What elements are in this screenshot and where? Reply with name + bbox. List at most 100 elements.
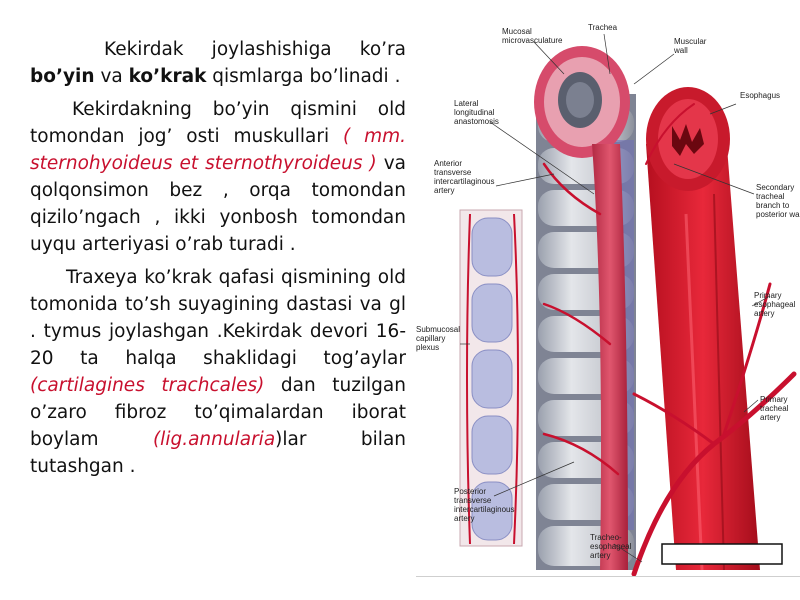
p3-latin-cartilages: (cartilagines trachcales)	[30, 375, 265, 396]
anterior-artery-branch	[542, 162, 602, 216]
inset-cartilage	[471, 481, 513, 541]
esophagus-tube	[646, 134, 760, 570]
label-esophagus: Esophagus	[740, 91, 780, 100]
label-line: intercartilaginous	[454, 505, 514, 514]
leader-line	[633, 53, 675, 85]
label-line: artery	[760, 413, 780, 422]
label-line: esophageal	[590, 542, 632, 551]
label-line: Muscular	[674, 37, 707, 46]
label-line: transverse	[434, 168, 472, 177]
esophagus-lumen	[672, 124, 704, 156]
label-secondary-branch: Secondary tracheal branch to posterior w…	[756, 183, 800, 219]
label-line: microvasculature	[502, 36, 563, 45]
label-line: plexus	[416, 343, 439, 352]
label-line: intercartilaginous	[434, 177, 494, 186]
trachea-top-section	[534, 46, 630, 158]
p2-text-2: va qolqonsimon bez , orqa tomondan qizil…	[30, 153, 406, 255]
p1-text-1: Kekirdak joylashishiga ko’ra	[104, 39, 406, 60]
p3-text-3: )lar bilan tutashgan .	[30, 429, 407, 477]
label-line: Posterior	[454, 487, 486, 496]
label-lateral-anastomosis: Lateral longitudinal anastomosis	[454, 99, 499, 126]
label-line: Lateral	[454, 99, 479, 108]
label-primary-esophageal: Primary esophageal artery	[754, 291, 798, 318]
figure-labels: Mucosal microvasculature Trachea Muscula…	[416, 23, 800, 560]
submucosal-plexus-inset	[459, 209, 523, 547]
leader-line	[673, 163, 755, 195]
label-line: esophageal	[754, 300, 796, 309]
label-posterior-artery: Posterior transverse intercartilaginous …	[454, 487, 517, 523]
label-line: tracheal	[760, 404, 789, 413]
label-line: wall	[673, 46, 688, 55]
p3-latin-ligament: (lig.annularia	[152, 429, 276, 450]
label-line: Trachea	[588, 23, 618, 32]
inset-cartilage	[471, 283, 513, 343]
leader-lines	[460, 33, 771, 563]
p2-latin-muscles: ( mm. sternohyoideus et sternothyroideus…	[30, 126, 406, 174]
p1-bold-chest: ko’krak	[128, 66, 207, 87]
p3-text-1: Traxeya ko’krak qafasi qismining old tom…	[30, 267, 406, 369]
label-line: longitudinal	[454, 108, 495, 117]
leader-line	[743, 399, 759, 413]
label-line: Primary	[760, 395, 788, 404]
leader-line	[489, 121, 595, 195]
label-line: anastomosis	[454, 117, 499, 126]
esophagus	[646, 87, 760, 571]
label-line: Primary	[754, 291, 782, 300]
inset-cartilage	[471, 415, 513, 475]
label-line: Submucosal	[416, 325, 460, 334]
label-line: Mucosal	[502, 27, 532, 36]
label-anterior-artery: Anterior transverse intercartilaginous a…	[434, 159, 497, 195]
inset-cartilage	[471, 217, 513, 277]
label-line: Tracheo-	[590, 533, 622, 542]
lumen-inner	[566, 82, 594, 118]
esophagus-highlight	[684, 213, 704, 571]
label-mucosal: Mucosal microvasculature	[502, 27, 563, 45]
leader-line	[495, 173, 555, 187]
figure-bottom-border	[416, 576, 800, 577]
label-line: Esophagus	[740, 91, 780, 100]
tracheal-branch	[632, 392, 716, 446]
label-line: posterior wall	[756, 210, 800, 219]
trachea-illustration: Mucosal microvasculature Trachea Muscula…	[414, 14, 800, 580]
posterior-artery-branch	[542, 432, 620, 476]
blank-label-box	[661, 543, 783, 565]
esophagus-fold	[713, 193, 725, 571]
label-submucosal-plexus: Submucosal capillary plexus	[416, 325, 462, 352]
leader-line	[751, 295, 771, 307]
label-line: transverse	[454, 496, 492, 505]
label-line: artery	[434, 186, 454, 195]
paragraph-3: Traxeya ko’krak qafasi qismining old tom…	[30, 264, 406, 480]
leader-line	[709, 103, 737, 115]
label-tracheo-esophageal: Tracheo- esophageal artery	[590, 533, 634, 560]
anterior-artery-branch-2	[542, 302, 612, 346]
leader-line	[603, 33, 611, 75]
inset-cartilage	[471, 349, 513, 409]
label-primary-tracheal: Primary tracheal artery	[760, 395, 791, 422]
p1-text-2: va	[94, 66, 129, 87]
p1-text-3: qismlarga bo’linadi .	[206, 66, 401, 87]
leader-line	[533, 41, 565, 75]
secondary-tracheal-branch	[645, 103, 695, 165]
inset-vessel	[513, 213, 519, 545]
leader-line	[613, 543, 643, 563]
lateral-anastomosis-band	[592, 144, 628, 570]
paragraph-2: Kekirdakning bo’yin qismini old tomondan…	[30, 96, 406, 258]
label-line: artery	[590, 551, 610, 560]
label-line: artery	[754, 309, 774, 318]
p1-bold-neck: bo’yin	[30, 66, 95, 87]
trachea-svg: Mucosal microvasculature Trachea Muscula…	[416, 23, 800, 577]
label-line: branch to	[756, 201, 790, 210]
label-muscular-wall: Muscular wall	[673, 37, 709, 55]
paragraph-1: Kekirdak joylashishiga ko’ra bo’yin va k…	[30, 36, 406, 90]
label-trachea: Trachea	[588, 23, 618, 32]
text-column: Kekirdak joylashishiga ko’ra bo’yin va k…	[30, 36, 406, 486]
arteries	[542, 103, 797, 577]
label-line: capillary	[416, 334, 445, 343]
p3-text-2: dan tuzilgan o’zaro fibroz to’qimalardan…	[30, 375, 406, 450]
label-line: Secondary	[756, 183, 794, 192]
label-line: Anterior	[434, 159, 462, 168]
label-line: tracheal	[756, 192, 785, 201]
inset-vessel	[466, 213, 471, 545]
leader-line	[493, 461, 575, 497]
